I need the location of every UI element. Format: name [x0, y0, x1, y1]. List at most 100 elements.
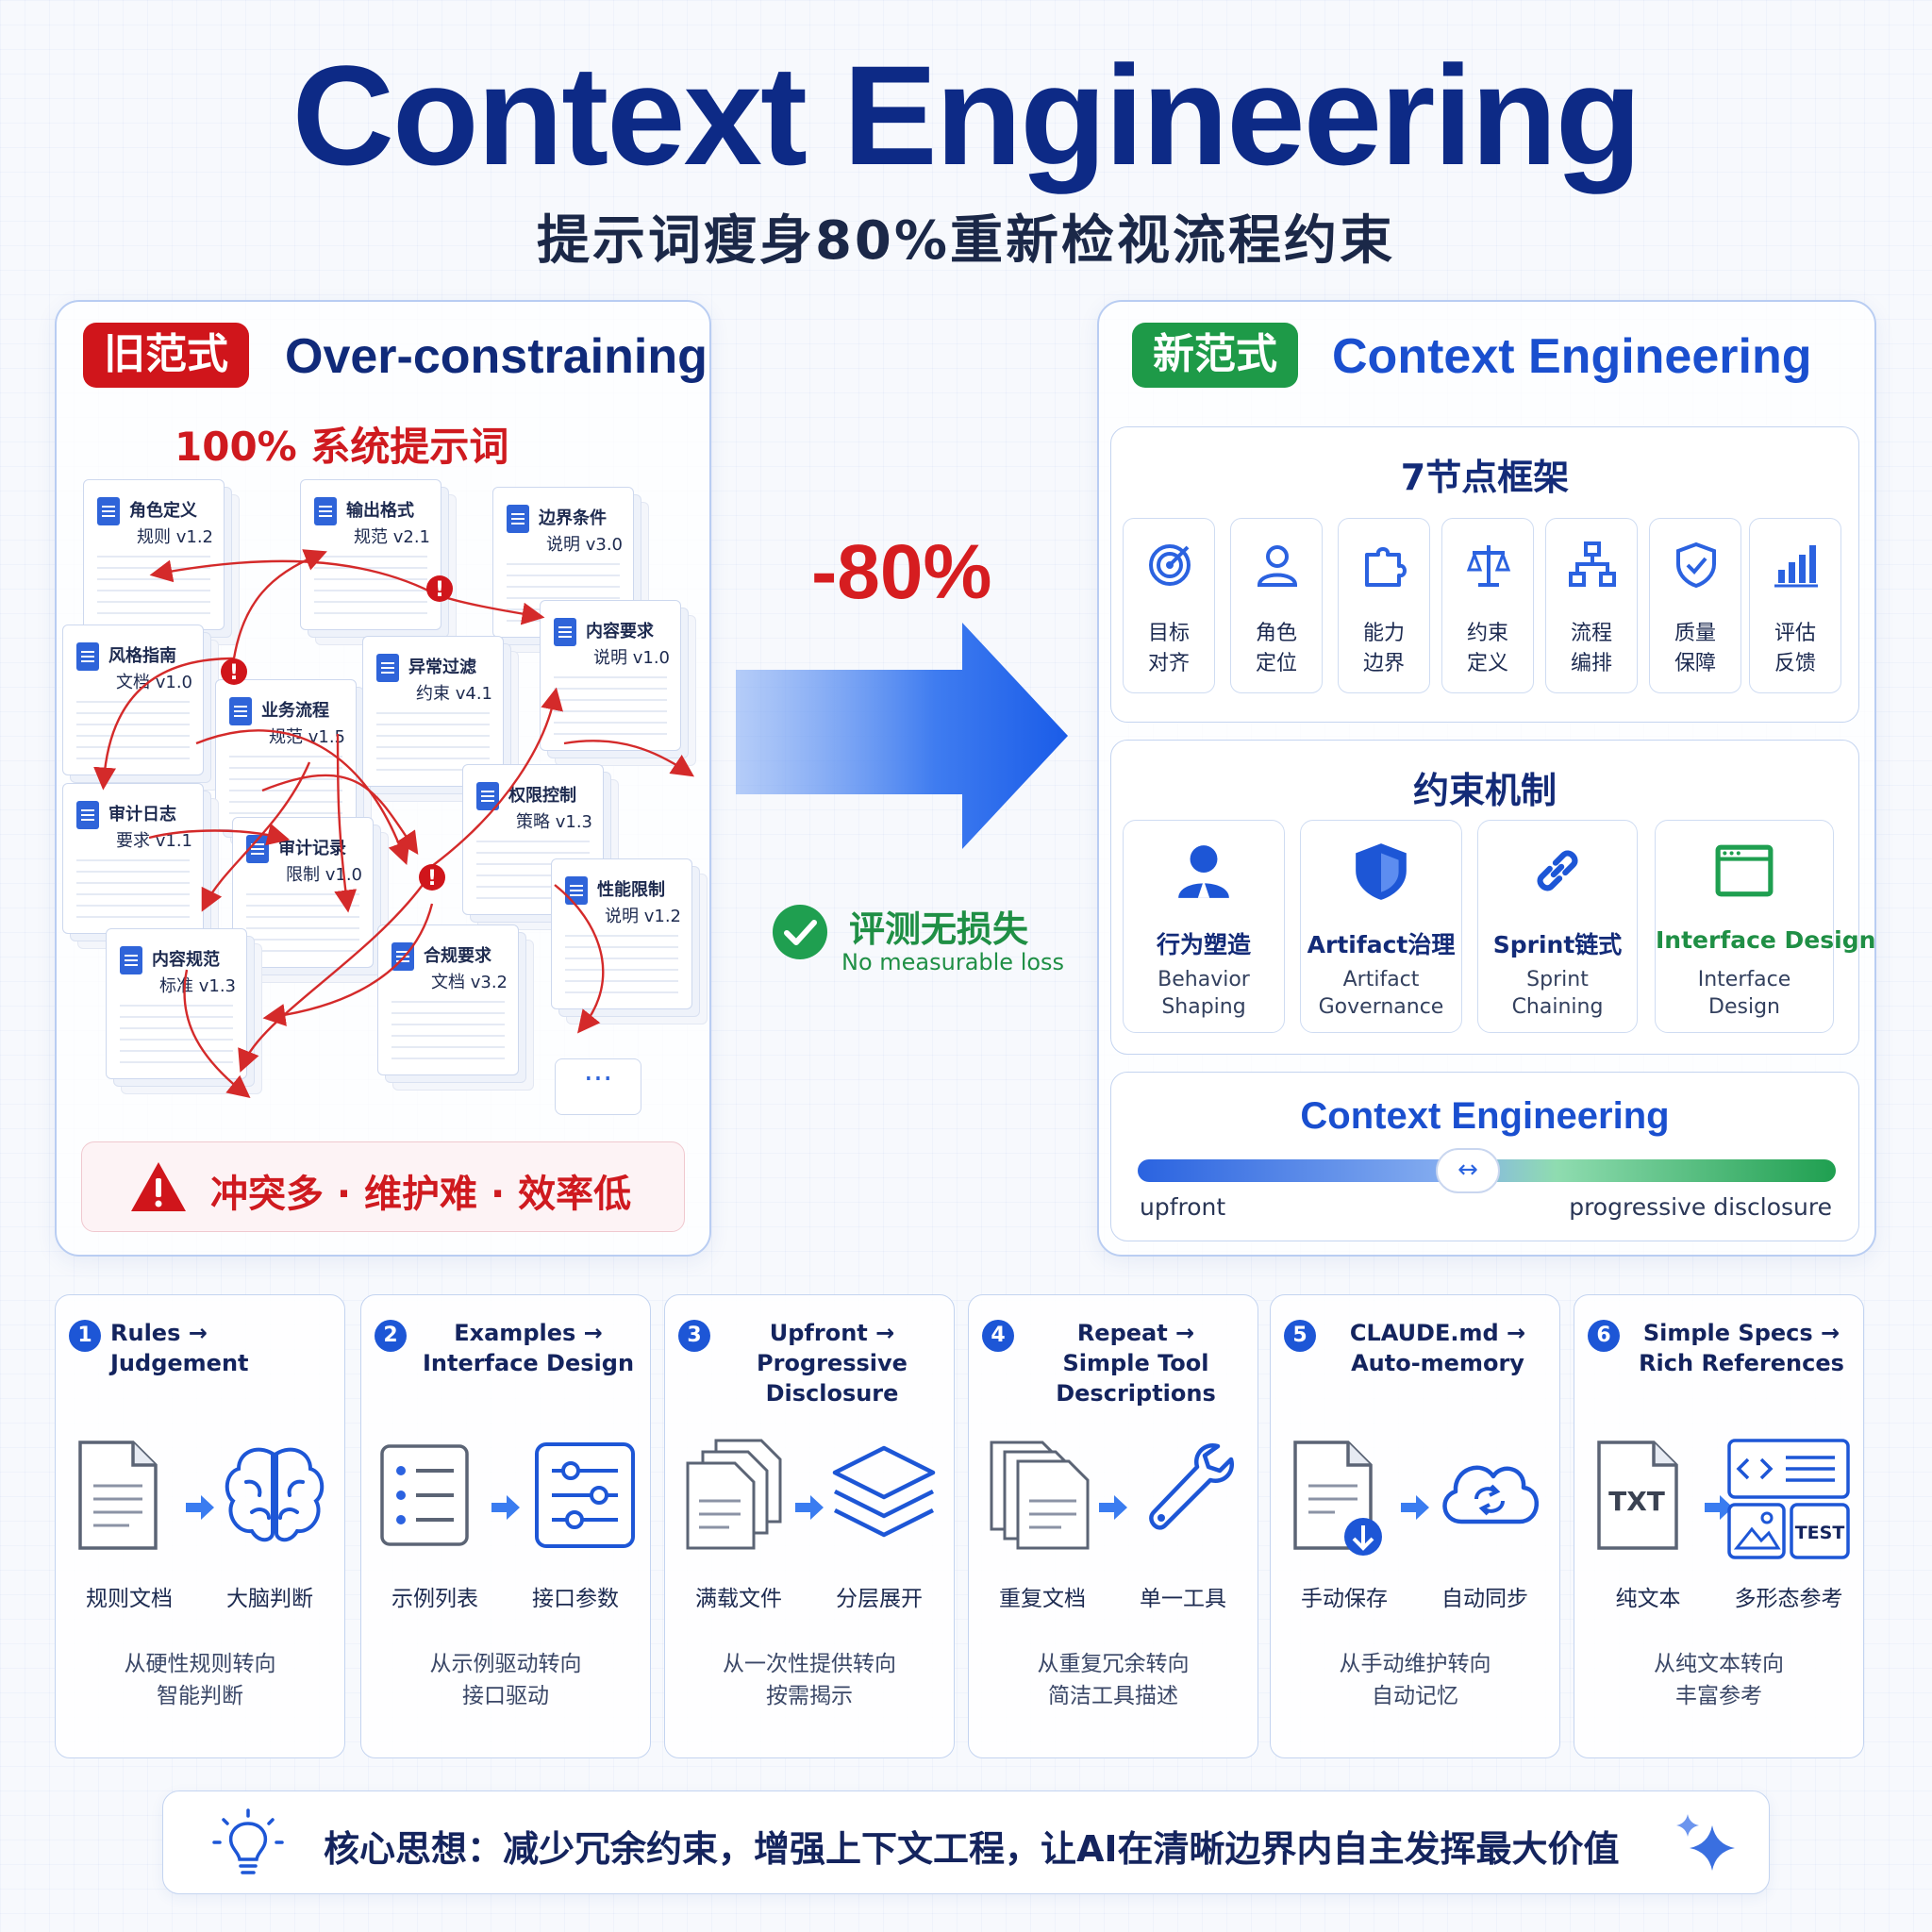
doc-version: 文档 v3.2 [431, 973, 508, 992]
prompt-doc: 风格指南文档 v1.0 [62, 625, 204, 775]
document-icon [76, 642, 99, 671]
doc-version: 规范 v2.1 [354, 527, 430, 547]
core-idea-bar: 核心思想：减少冗余约束，增强上下文工程，让AI在清晰边界内自主发挥最大价值 [162, 1790, 1770, 1894]
prompt-doc: 内容规范标准 v1.3 [106, 928, 247, 1079]
shift-to-label: 自动同步 [1441, 1587, 1528, 1611]
doc-version: 规则 v1.2 [137, 527, 213, 547]
doc-text-lines [391, 1001, 505, 1067]
document-icon [229, 697, 252, 725]
document-icon [476, 782, 499, 810]
doc-title: 风格指南 [108, 646, 176, 666]
spectrum-knob: ↔ [1436, 1148, 1500, 1193]
svg-text:!: ! [427, 867, 437, 891]
framework-node: 约束 定义 [1441, 518, 1534, 693]
stacked-files-icon [686, 1439, 782, 1550]
page-subtitle: 提示词瘦身80%重新检视流程约束 [536, 210, 1396, 272]
reduction-label: -80% [811, 529, 992, 615]
shift-to-label: 分层展开 [836, 1587, 923, 1611]
doc-version: 说明 v1.2 [605, 907, 681, 926]
doc-text-lines [314, 556, 427, 622]
doc-text-lines [76, 859, 190, 925]
context-spectrum-title: Context Engineering [1300, 1095, 1670, 1137]
more-docs-card: ··· [555, 1058, 641, 1115]
framework-node: 目标 对齐 [1123, 518, 1215, 693]
shift-from-label: 示例列表 [391, 1587, 478, 1611]
txt-file-icon: TXT [1597, 1441, 1678, 1550]
system-prompt-label: 100% 系统提示词 [175, 424, 509, 470]
shift-description: 从一次性提供转向 按需揭示 [723, 1652, 896, 1708]
shift-to-label: 接口参数 [532, 1587, 619, 1611]
mechanism-label: Sprint链式 [1492, 931, 1623, 958]
conflict-arrows: ! ! ! [93, 549, 694, 1098]
doc-text-lines [76, 701, 190, 767]
example-list-icon [380, 1444, 469, 1546]
cloud-sync-icon [1442, 1465, 1540, 1524]
check-circle-icon [773, 905, 827, 959]
svg-text:!: ! [229, 661, 239, 685]
warning-bar: 冲突多 · 维护难 · 效率低 [81, 1141, 685, 1232]
rules-document-icon [78, 1441, 158, 1550]
shift-to-label: 大脑判断 [226, 1587, 313, 1611]
mechanism-label-en: Sprint Chaining [1511, 968, 1604, 1019]
step-number-badge: 6 [1588, 1320, 1620, 1352]
no-loss-label: 评测无损失 [849, 908, 1029, 950]
sliders-icon [535, 1442, 635, 1548]
arrow-right-icon [795, 1495, 824, 1520]
document-icon [97, 497, 120, 525]
warning-icon [131, 1162, 186, 1211]
shield-check-icon [1676, 541, 1716, 589]
step-number-badge: 2 [375, 1320, 407, 1352]
doc-text-lines [554, 676, 667, 742]
document-icon [120, 946, 142, 974]
doc-text-lines [120, 1005, 233, 1071]
constraint-mechanism-card: Sprint链式 Sprint Chaining [1477, 820, 1638, 1033]
link-icon [1537, 850, 1578, 891]
shift-title: Simple Specs → Rich References [1639, 1320, 1844, 1376]
mechanism-label: 行为塑造 [1156, 931, 1251, 958]
shift-title: Upfront → Progressive Disclosure [757, 1320, 908, 1407]
document-icon [507, 505, 529, 533]
doc-title: 审计日志 [108, 805, 176, 824]
framework-node-label: 能力 边界 [1362, 622, 1405, 675]
document-icon [314, 497, 337, 525]
shift-description: 从重复冗余转向 简洁工具描述 [1037, 1652, 1190, 1708]
doc-title: 输出格式 [346, 501, 414, 521]
arrow-right-icon [491, 1495, 520, 1520]
document-icon [376, 654, 399, 682]
doc-title: 性能限制 [597, 880, 665, 900]
doc-title: 内容要求 [586, 622, 654, 641]
txt-label: TXT [1608, 1486, 1665, 1517]
brain-icon [225, 1447, 325, 1542]
shift-from-label: 手动保存 [1301, 1587, 1388, 1611]
new-paradigm-heading: Context Engineering [1332, 329, 1812, 384]
bar-chart-icon [1774, 545, 1818, 588]
layers-icon [832, 1445, 936, 1538]
shift-title: Repeat → Simple Tool Descriptions [1056, 1320, 1216, 1407]
step-number-badge: 1 [69, 1320, 101, 1352]
prompt-doc: 异常过滤约束 v4.1 [362, 636, 504, 787]
doc-text-lines [565, 935, 678, 1001]
document-icon [554, 618, 576, 646]
prompt-doc: 合规要求文档 v3.2 [377, 924, 519, 1075]
shift-from-label: 纯文本 [1615, 1587, 1681, 1611]
framework-section: 7节点框架 目标 对齐角色 定位能力 边界约束 定义流程 编排质量 保障评估 反… [1110, 426, 1859, 723]
shift-description: 从硬性规则转向 智能判断 [124, 1652, 276, 1708]
target-icon [1149, 544, 1191, 586]
core-idea-text: 核心思想：减少冗余约束，增强上下文工程，让AI在清晰边界内自主发挥最大价值 [324, 1828, 1620, 1870]
framework-node: 流程 编排 [1545, 518, 1638, 693]
svg-text:!: ! [435, 578, 444, 602]
framework-node: 角色 定位 [1230, 518, 1323, 693]
shift-title: CLAUDE.md → Auto-memory [1349, 1320, 1526, 1376]
manual-save-icon [1293, 1441, 1382, 1556]
step-number-badge: 5 [1284, 1320, 1316, 1352]
repeated-docs-icon [990, 1441, 1090, 1550]
spectrum-left-label: upfront [1140, 1193, 1226, 1221]
test-label: TEST [1795, 1523, 1845, 1543]
rich-reference-icon: TEST [1727, 1439, 1850, 1559]
